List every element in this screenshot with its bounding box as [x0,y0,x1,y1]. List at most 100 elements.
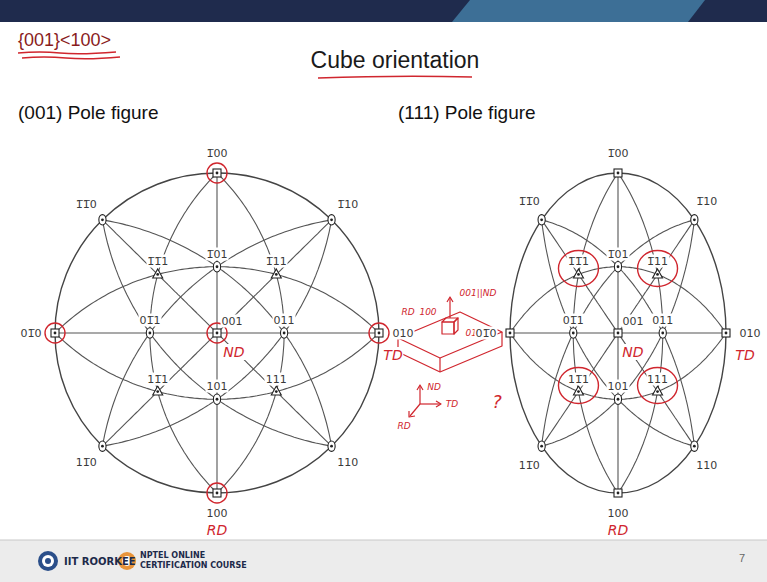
sample-sketch [398,297,502,417]
sketch-label: RD [400,307,415,318]
institute-name: IIT ROORKEE [64,556,136,568]
pole-dot [101,218,104,221]
pole-label: 1̅1̅0 [75,197,98,210]
institute-logo [45,558,51,564]
pole-dot [617,492,620,495]
threefold-pole [271,269,281,278]
fourfold-pole [614,489,622,497]
pole-dot [156,390,159,393]
great-circle [542,220,695,446]
twofold-pole [328,441,335,451]
pole-label: 01̅0 [20,327,43,340]
pole-label: 11̅1 [146,372,169,385]
pole-dot [275,273,278,276]
threefold-pole [153,386,163,395]
pole-label: 001 [622,315,645,328]
slide-title: Cube orientation [311,46,480,74]
threefold-pole [653,386,663,395]
arrow-head [409,411,415,417]
great-circle [510,333,726,399]
pole-dot [617,172,620,175]
highlight-circle [558,250,598,286]
pole-dot [572,332,575,335]
great-circle [216,173,217,493]
twofold-pole [213,262,220,272]
fourfold-pole [213,169,221,177]
great-circle [102,220,331,446]
great-circle [55,332,379,333]
pole-dot [540,445,543,448]
pole-label: 010 [739,327,762,340]
pole-label: 101 [206,380,229,393]
pole-dot [330,445,333,448]
twofold-pole [614,262,621,272]
sketch-label: 100 [418,307,437,318]
pole-dot [656,273,659,276]
fourfold-pole [722,329,730,337]
great-circle [618,173,663,493]
pole-dot [216,492,219,495]
great-circle [542,220,695,446]
great-circle [102,220,331,446]
pole-dot [54,332,57,335]
twofold-pole [538,441,545,451]
footer-bar [0,540,767,582]
twofold-pole [614,394,621,404]
great-circle [102,220,331,446]
pole-label: 1̅11 [265,255,288,268]
fourfold-pole [375,329,383,337]
pole-label: 11̅0 [518,458,541,471]
threefold-pole [573,386,583,395]
pole-dot [617,265,620,268]
pole-label: 01̅1 [138,314,161,327]
question-mark: ? [492,392,502,412]
highlight-circle [638,368,678,404]
twofold-pole [691,215,698,225]
fourfold-pole [614,169,622,177]
pole-label: 010 [392,327,415,340]
great-circle [542,220,695,446]
arrow-head [436,401,441,407]
pole-dot [216,172,219,175]
twofold-pole [99,215,106,225]
pole-dot [378,332,381,335]
pole-label: 011 [651,314,674,327]
fourfold-pole [213,489,221,497]
pole-dot [156,273,159,276]
pole-label: 11̅1 [567,372,590,385]
pole-label: 11̅0 [75,456,98,469]
pole-label: 011 [273,314,296,327]
page-number: 7 [739,552,745,565]
figure-heading: (111) Pole figure [398,101,536,124]
pole-dot [509,332,512,335]
pole-label: 01̅1 [562,314,585,327]
sketch-label: 001||ND [459,288,498,299]
pole-label: 110 [336,456,359,469]
primitive-circle [55,173,379,493]
great-circle [102,220,331,446]
great-circle [102,220,331,446]
pole-label: 1̅00 [206,147,229,160]
pole-label: 001 [221,315,244,328]
institute-logo [38,551,58,571]
pole-label: 111 [646,372,669,385]
pole-label: 1̅01 [607,247,630,260]
sketch-label: RD [396,421,411,432]
primitive-circle [510,173,726,493]
title-underline [318,76,472,78]
threefold-pole [653,269,663,278]
course-name: NPTEL ONLINE CERTIFICATION COURSE [140,551,260,571]
great-circle [102,220,331,446]
pole-label: 100 [607,507,630,520]
pole-label: 110 [695,458,718,471]
axis-arrow [410,404,420,416]
notation-underline [22,57,120,59]
fourfold-pole [614,329,622,337]
twofold-pole [538,215,545,225]
pole-dot [216,265,219,268]
axis-annotation: RD [206,522,229,538]
footer-rule [0,540,767,541]
pole-label: 1̅10 [336,197,359,210]
